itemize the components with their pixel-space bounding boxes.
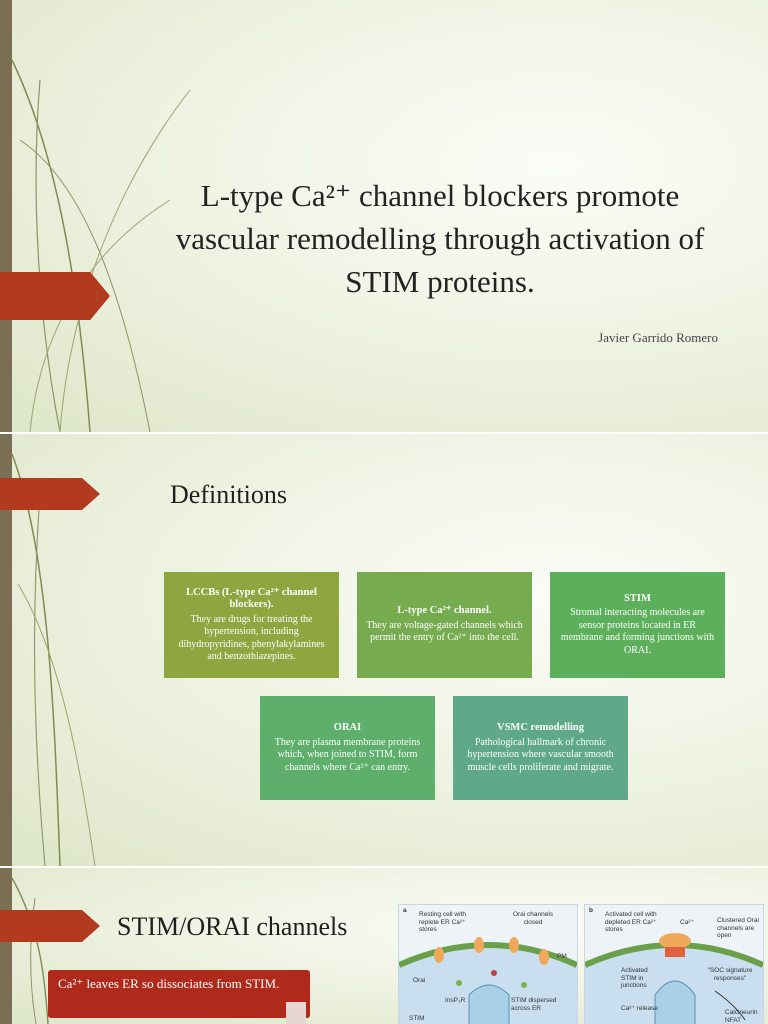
definition-box-orai: ORAI They are plasma membrane proteins w… [260, 696, 435, 800]
definition-title: LCCBs (L-type Ca²⁺ channel blockers). [186, 586, 317, 611]
definition-box-stim: STIM Stromal interacting molecules are s… [550, 572, 725, 678]
left-bar [0, 434, 12, 866]
figure-label: PM [557, 953, 567, 960]
definition-box-vsmc: VSMC remodelling Pathological hallmark o… [453, 696, 628, 800]
figure-panel-b: b Activated cell with depleted ER Ca²⁺ s… [584, 904, 764, 1024]
left-bar [0, 868, 12, 1024]
panel-letter: a [403, 907, 407, 914]
definition-body: Stromal interacting molecules are sensor… [560, 607, 715, 656]
cell-diagram-a [399, 937, 577, 1024]
figure-label: Orai [413, 977, 426, 984]
figure-label: Ca²⁺ [680, 919, 694, 926]
definitions-slide: Definitions LCCBs (L-type Ca²⁺ channel b… [0, 434, 768, 866]
cell-diagram-b [585, 933, 763, 1024]
slide-divider [0, 866, 768, 868]
definition-box-ltype: L-type Ca²⁺ channel. They are voltage-ga… [357, 572, 532, 678]
panel-letter: b [589, 907, 593, 914]
definition-title: STIM [624, 592, 651, 604]
figure-label: Activated STIM in junctions [621, 967, 648, 989]
figure-label: Resting cell with replete ER Ca²⁺ stores [419, 911, 466, 933]
callout-note: Ca²⁺ leaves ER so dissociates from STIM. [48, 970, 310, 1018]
accent-arrow [0, 478, 100, 510]
section-heading: STIM/ORAI channels [117, 912, 348, 941]
figure-label: Clustered Orai channels are open [717, 917, 759, 939]
slide-divider [0, 432, 768, 434]
definition-body: Pathological hallmark of chronic hyperte… [467, 736, 614, 773]
definition-title: ORAI [333, 722, 362, 733]
figure-label: InsP₃R [445, 997, 466, 1004]
section-heading: Definitions [170, 480, 287, 509]
figure-panel-a: a Resting cell with replete ER Ca²⁺ stor… [398, 904, 578, 1024]
title-slide: L-type Ca²⁺ channel blockers promote vas… [0, 0, 768, 432]
figure-label: Calcineurin NFAT [725, 1009, 758, 1024]
definition-title: L-type Ca²⁺ channel. [397, 605, 492, 617]
author-name: Javier Garrido Romero [598, 330, 718, 345]
stim-orai-slide: STIM/ORAI channels Ca²⁺ leaves ER so dis… [0, 868, 768, 1024]
slide-title: L-type Ca²⁺ channel blockers promote vas… [175, 178, 705, 299]
figure-label: "SOC signature responses" [707, 967, 753, 982]
definition-box-lccbs: LCCBs (L-type Ca²⁺ channel blockers). Th… [164, 572, 339, 678]
figure-label: Activated cell with depleted ER Ca²⁺ sto… [605, 911, 657, 933]
callout-connector [286, 1002, 306, 1024]
figure-label: STIM [409, 1015, 425, 1022]
figure-label: Ca²⁺ release [621, 1005, 659, 1012]
accent-arrow [0, 272, 110, 320]
left-bar [0, 0, 12, 432]
figure-label: Orai channels closed [512, 911, 554, 926]
definition-body: They are drugs for treating the hyperten… [178, 613, 325, 663]
definition-title: VSMC remodelling [496, 722, 584, 733]
accent-arrow [0, 910, 100, 942]
figure-label: STIM dispersed across ER [511, 997, 557, 1012]
definition-body: They are plasma membrane proteins which,… [274, 736, 421, 773]
definition-body: They are voltage-gated channels which pe… [366, 619, 523, 644]
